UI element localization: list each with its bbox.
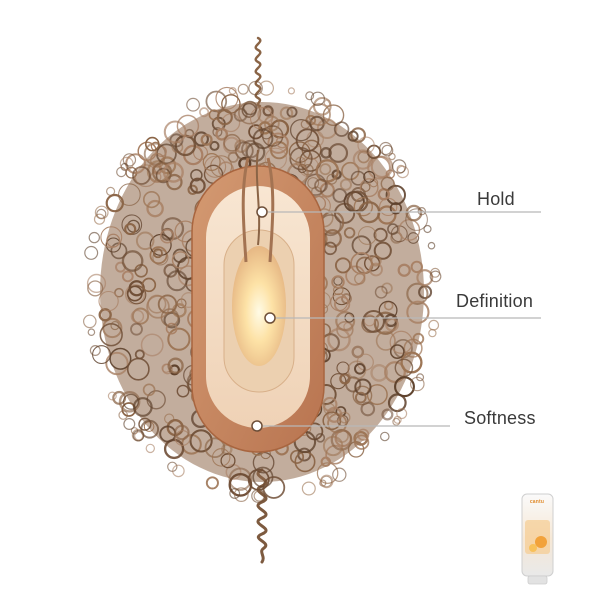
inner-strand-left — [241, 157, 250, 263]
hold-marker — [256, 206, 268, 218]
definition-marker — [264, 312, 276, 324]
inner-strand-right — [266, 157, 275, 263]
inner-strand-center — [255, 149, 261, 246]
softness-label: Softness — [464, 408, 536, 428]
glowing-core — [232, 246, 286, 366]
definition-label: Definition — [456, 291, 534, 311]
cream-tube-icon — [521, 493, 554, 585]
hold-label: Hold — [477, 189, 515, 209]
top-curl-strand — [254, 36, 262, 108]
softness-marker — [251, 420, 263, 432]
product-brand-logo: cantu — [529, 499, 545, 505]
bottom-curl-strand — [256, 468, 268, 564]
